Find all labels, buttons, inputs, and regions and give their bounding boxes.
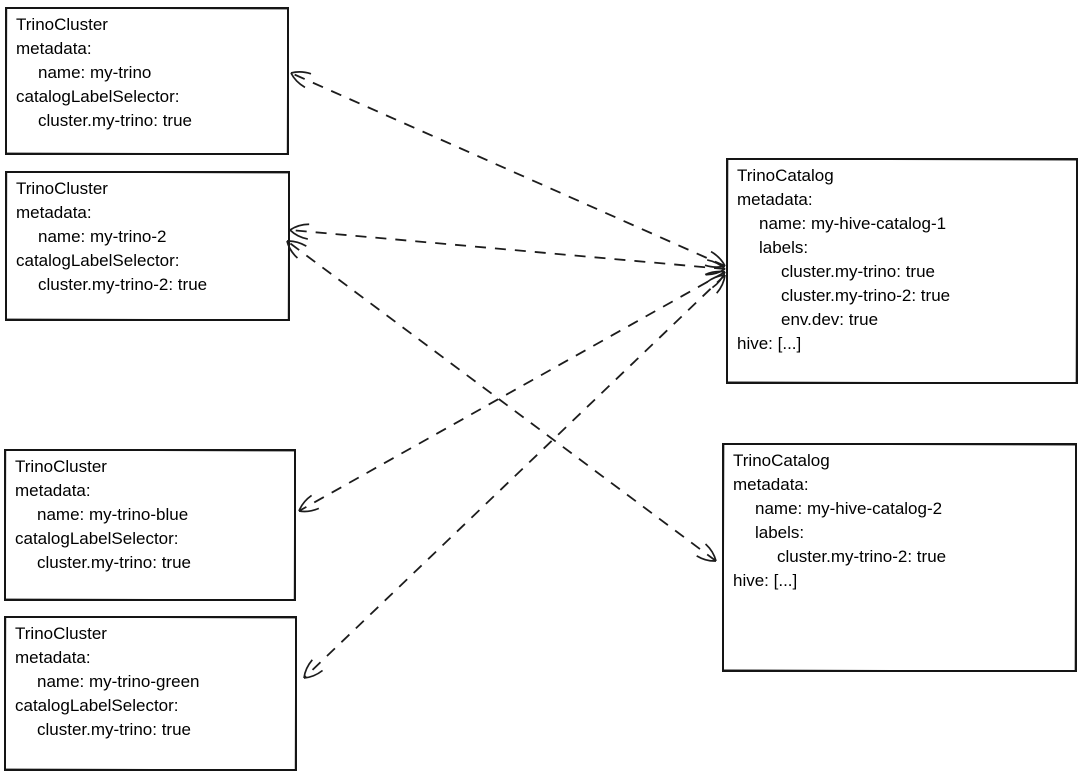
edge-trino-catalog-my-hive-catalog-1--trino-cluster-my-trino-green <box>303 274 726 679</box>
yaml-line-selector: catalogLabelSelector: <box>15 529 179 548</box>
yaml-line-name: name: my-trino-blue <box>37 505 189 524</box>
yaml-line-labels: labels: <box>759 238 809 257</box>
yaml-line-metadata: metadata: <box>15 481 91 500</box>
node-trino-catalog-my-hive-catalog-2: TrinoCatalog metadata: name: my-hive-cat… <box>722 443 1077 672</box>
node-trino-cluster-my-trino-blue: TrinoCluster metadata: name: my-trino-bl… <box>4 449 296 601</box>
arrowhead <box>705 274 726 284</box>
arrowhead <box>704 543 717 562</box>
arrowhead <box>710 250 726 267</box>
yaml-line-name: name: my-hive-catalog-1 <box>759 214 947 233</box>
edge-trino-catalog-my-hive-catalog-1--trino-cluster-my-trino <box>290 71 726 268</box>
node-trino-cluster-my-trino-2: TrinoCluster metadata: name: my-trino-2 … <box>5 171 290 321</box>
yaml-line-kind: TrinoCatalog <box>737 166 834 185</box>
edge-line <box>303 274 726 679</box>
yaml-line-label: cluster.my-trino: true <box>37 720 191 739</box>
arrowhead <box>303 659 313 679</box>
yaml-line-metadata: metadata: <box>16 203 92 222</box>
yaml-line-metadata: metadata: <box>737 190 813 209</box>
edge-line <box>290 72 726 267</box>
edge-trino-catalog-my-hive-catalog-1--trino-cluster-my-trino-blue <box>298 270 726 513</box>
edge-line <box>298 271 726 512</box>
arrowhead <box>711 271 726 289</box>
yaml-line-name: name: my-trino-2 <box>38 227 167 246</box>
yaml-line-name: name: my-trino-green <box>37 672 200 691</box>
arrowhead <box>289 229 309 240</box>
arrowhead <box>704 270 726 276</box>
arrowhead <box>716 274 726 294</box>
yaml-line-label: cluster.my-trino: true <box>38 111 192 130</box>
yaml-line-kind: TrinoCluster <box>16 15 108 34</box>
yaml-line-kind: TrinoCluster <box>15 624 107 643</box>
node-trino-cluster-my-trino: TrinoCluster metadata: name: my-trino ca… <box>5 7 289 155</box>
arrowhead <box>298 494 313 512</box>
yaml-line-label: cluster.my-trino-2: true <box>38 275 208 294</box>
yaml-line-kind: TrinoCluster <box>16 179 108 198</box>
yaml-line-hive: hive: [...] <box>733 571 798 590</box>
yaml-line-label: cluster.my-trino: true <box>37 553 191 572</box>
yaml-line-labels: labels: <box>755 523 805 542</box>
yaml-line-label: cluster.my-trino-2: true <box>781 286 951 305</box>
edge-trino-catalog-my-hive-catalog-1--trino-cluster-my-trino-2 <box>289 223 726 276</box>
edge-line <box>286 240 717 562</box>
arrowhead <box>303 669 324 679</box>
arrowhead <box>290 72 306 89</box>
arrowhead <box>704 264 726 268</box>
arrowhead <box>289 223 310 231</box>
yaml-line-metadata: metadata: <box>733 475 809 494</box>
yaml-line-kind: TrinoCluster <box>15 457 107 476</box>
yaml-line-hive: hive: [...] <box>737 334 802 353</box>
yaml-line-selector: catalogLabelSelector: <box>16 87 180 106</box>
yaml-line-metadata: metadata: <box>16 39 92 58</box>
yaml-line-kind: TrinoCatalog <box>733 451 830 470</box>
yaml-line-name: name: my-trino <box>38 63 152 82</box>
yaml-line-selector: catalogLabelSelector: <box>16 251 180 270</box>
yaml-line-selector: catalogLabelSelector: <box>15 696 179 715</box>
yaml-line-metadata: metadata: <box>15 648 91 667</box>
edge-trino-catalog-my-hive-catalog-2--trino-cluster-my-trino-2 <box>286 240 717 562</box>
yaml-line-label: env.dev: true <box>781 310 879 329</box>
arrowhead <box>706 259 726 270</box>
yaml-line-name: name: my-hive-catalog-2 <box>755 499 943 518</box>
edge-line <box>289 229 726 270</box>
arrowhead <box>298 507 320 513</box>
yaml-line-label: cluster.my-trino-2: true <box>777 547 947 566</box>
node-trino-cluster-my-trino-green: TrinoCluster metadata: name: my-trino-gr… <box>4 616 297 771</box>
yaml-line-label: cluster.my-trino: true <box>781 262 935 281</box>
arrowhead <box>696 555 717 562</box>
arrowhead <box>290 71 312 75</box>
arrowhead <box>705 268 726 276</box>
node-trino-catalog-my-hive-catalog-1: TrinoCatalog metadata: name: my-hive-cat… <box>726 158 1078 384</box>
